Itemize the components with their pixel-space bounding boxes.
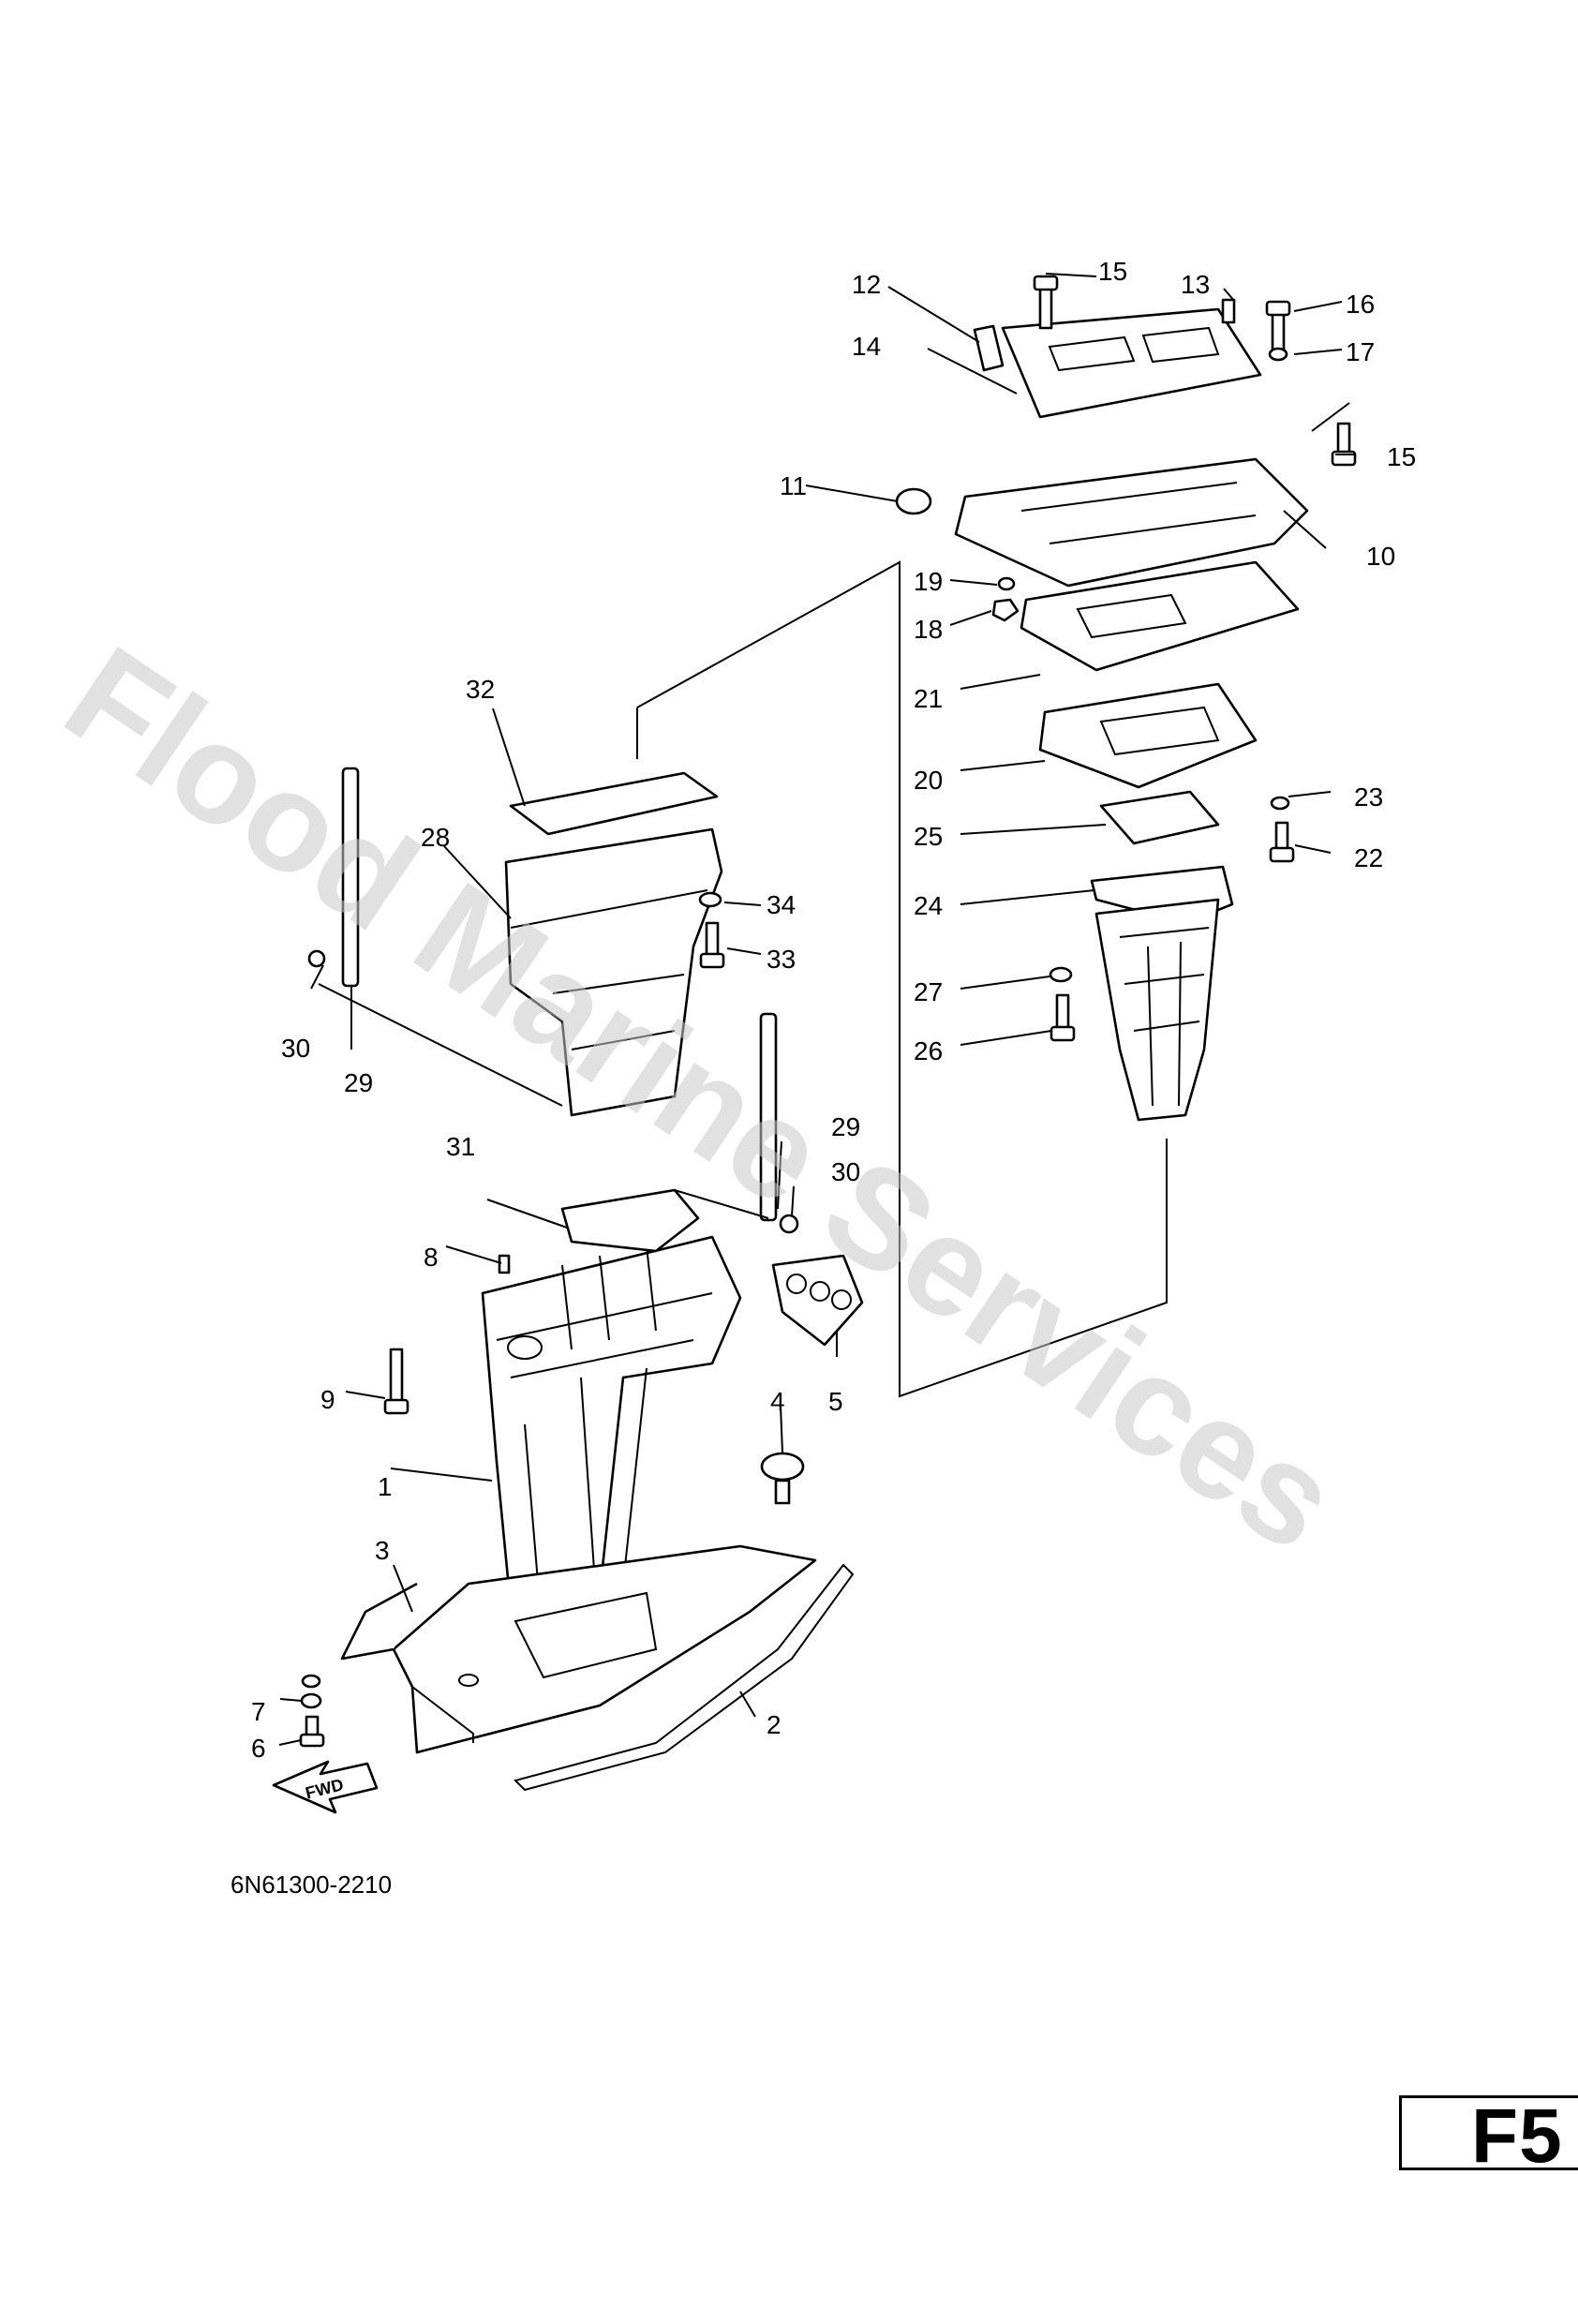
upper-casing bbox=[481, 1235, 742, 1609]
callout-3: 3 bbox=[375, 1536, 390, 1565]
callout-10: 10 bbox=[1366, 542, 1395, 571]
callout-14: 14 bbox=[852, 332, 881, 361]
callout-6: 6 bbox=[251, 1734, 266, 1763]
callout-30b: 30 bbox=[831, 1157, 860, 1186]
page-code-box: F5 bbox=[1399, 2093, 1578, 2179]
callout-32: 32 bbox=[466, 675, 495, 704]
callout-21: 21 bbox=[914, 684, 943, 713]
callout-13: 13 bbox=[1181, 270, 1210, 299]
callout-12: 12 bbox=[852, 270, 881, 299]
callout-20: 20 bbox=[914, 766, 943, 795]
callout-19: 19 bbox=[914, 567, 943, 596]
callout-18: 18 bbox=[914, 615, 943, 644]
callout-27: 27 bbox=[914, 977, 943, 1006]
oil-pan-assembly bbox=[504, 771, 723, 1253]
callout-30a: 30 bbox=[281, 1034, 310, 1063]
apron bbox=[340, 1544, 855, 1792]
forward-arrow-icon: FWD bbox=[272, 1760, 379, 1814]
callout-22: 22 bbox=[1354, 843, 1383, 872]
leader-lines bbox=[278, 273, 1355, 1746]
callout-33: 33 bbox=[767, 945, 796, 974]
callout-11: 11 bbox=[780, 471, 807, 500]
callout-16: 16 bbox=[1346, 290, 1375, 319]
callout-9: 9 bbox=[320, 1385, 335, 1414]
callout-labels: 12 15 13 16 14 17 15 11 10 19 18 32 21 2… bbox=[251, 257, 1416, 1763]
drawing-code: 6N61300-2210 bbox=[231, 1870, 393, 1899]
callout-17: 17 bbox=[1346, 337, 1375, 366]
callout-8: 8 bbox=[424, 1243, 439, 1272]
callout-25: 25 bbox=[914, 822, 943, 851]
callout-5: 5 bbox=[828, 1387, 843, 1416]
callout-23: 23 bbox=[1354, 782, 1383, 812]
page-code: F5 bbox=[1471, 2093, 1563, 2179]
callout-28: 28 bbox=[421, 823, 450, 852]
damper-strips bbox=[341, 767, 778, 1222]
callout-2: 2 bbox=[767, 1710, 782, 1739]
callout-15a: 15 bbox=[1098, 257, 1127, 286]
callout-29a: 29 bbox=[344, 1068, 373, 1097]
callout-26: 26 bbox=[914, 1036, 943, 1065]
hardware bbox=[299, 275, 1357, 1748]
callout-1: 1 bbox=[378, 1472, 393, 1501]
callout-7: 7 bbox=[251, 1697, 266, 1726]
callout-24: 24 bbox=[914, 891, 943, 920]
exhaust-guide-stack bbox=[954, 307, 1309, 1122]
callout-4: 4 bbox=[770, 1387, 785, 1416]
callout-31: 31 bbox=[446, 1132, 475, 1161]
callout-34: 34 bbox=[767, 890, 796, 919]
callout-29b: 29 bbox=[831, 1112, 860, 1141]
callout-15b: 15 bbox=[1387, 442, 1416, 471]
